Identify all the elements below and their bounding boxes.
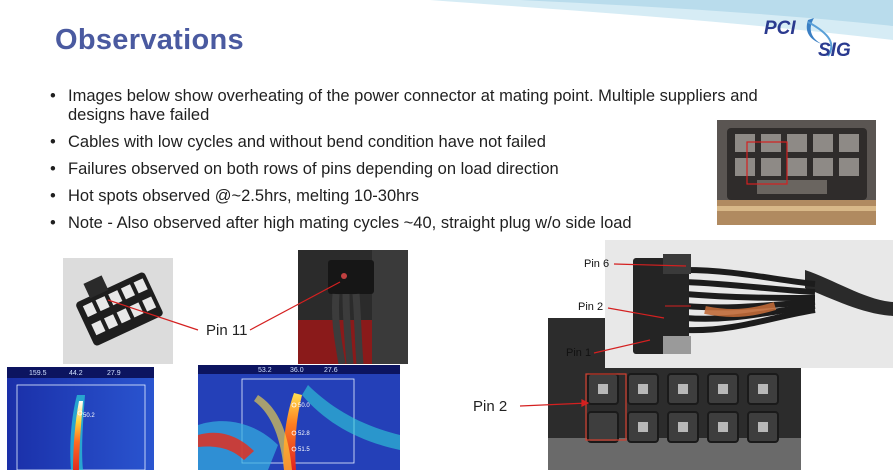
thermal-left-t3: 27.9	[107, 370, 121, 377]
thermal-left-t1: 159.5	[29, 370, 47, 377]
header-swoosh-decoration	[430, 0, 893, 40]
bullet-item: Failures observed on both rows of pins d…	[48, 160, 808, 179]
thermal-mid-t2: 36.0	[290, 367, 304, 374]
slide-title: Observations	[55, 24, 244, 56]
logo-text-sig: SIG	[818, 40, 851, 60]
bullet-item: Cables with low cycles and without bend …	[48, 133, 808, 152]
cable-connector-photo	[605, 240, 893, 368]
observation-list: Images below show overheating of the pow…	[48, 87, 808, 241]
thermal-mid-s1: 50.0	[298, 403, 310, 409]
thermal-mid-s2: 52.8	[298, 431, 310, 437]
thermal-left-spot: 50.2	[83, 413, 95, 419]
thermal-mid-s3: 51.5	[298, 447, 310, 453]
thermal-left-t2: 44.2	[69, 370, 83, 377]
connector-face-photo	[717, 120, 876, 225]
bullet-item: Images below show overheating of the pow…	[48, 87, 808, 125]
thermal-image-left: 159.5 44.2 27.9 50.2	[7, 367, 154, 470]
thermal-mid-t3: 27.6	[324, 367, 338, 374]
pci-sig-logo: PCI SIG	[764, 18, 851, 60]
logo-text-pci: PCI	[764, 18, 796, 39]
connector-photo-left	[63, 258, 173, 364]
label-pin-1: Pin 1	[566, 347, 592, 359]
bullet-item: Note - Also observed after high mating c…	[48, 214, 808, 233]
label-pin-2-cable: Pin 2	[578, 301, 604, 313]
connector-photo-middle	[298, 250, 408, 364]
label-pin-2-bottom: Pin 2	[473, 398, 508, 415]
bullet-item: Hot spots observed @~2.5hrs, melting 10-…	[48, 187, 808, 206]
label-pin-11: Pin 11	[206, 322, 248, 339]
thermal-image-middle: 53.2 36.0 27.6 50.0 52.8 51.5	[198, 365, 400, 470]
label-pin-6: Pin 6	[584, 258, 610, 270]
thermal-mid-t1: 53.2	[258, 367, 272, 374]
